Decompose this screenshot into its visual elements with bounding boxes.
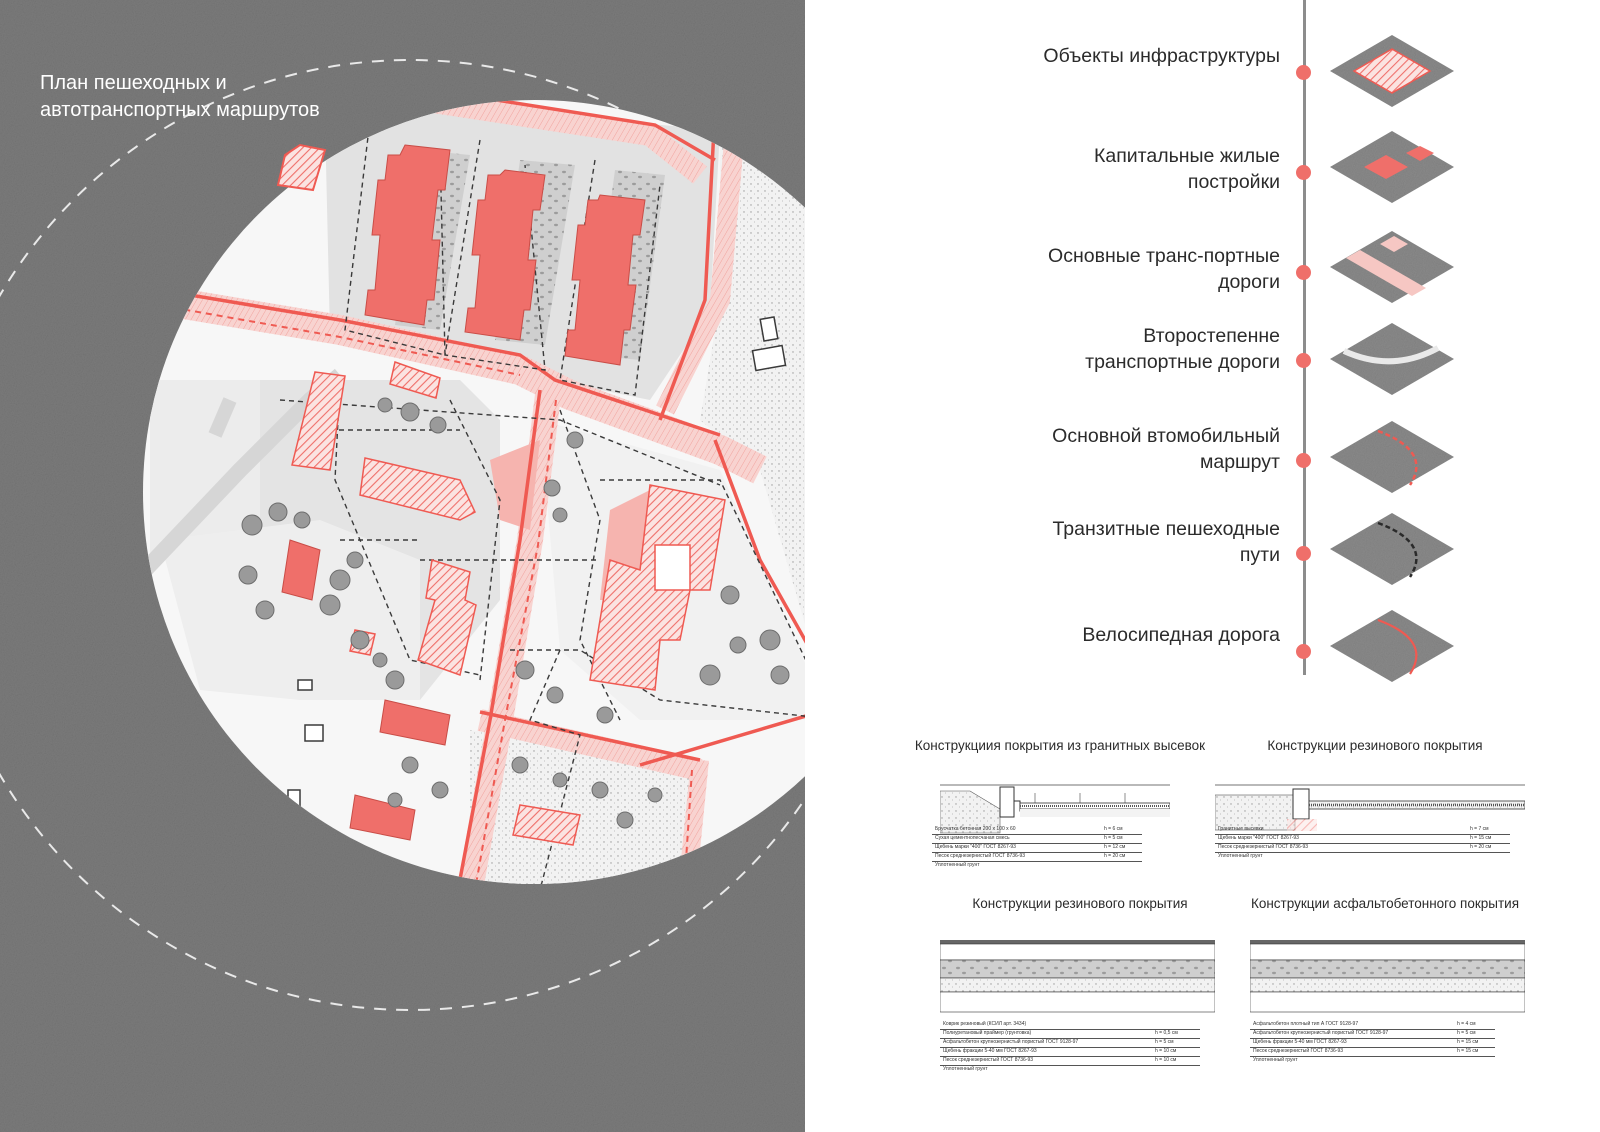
spec-row: Уплотненный грунт	[1218, 853, 1263, 859]
legend-label: Капитальные жилые постройки	[1094, 145, 1280, 193]
residential-buildings	[281, 144, 646, 841]
car-route-tile	[1330, 421, 1454, 493]
legend-dot	[1296, 265, 1311, 280]
spec-row: Уплотненный грунт	[935, 862, 980, 868]
section-asphalt: Конструкции асфальтобетонного покрытия А…	[1250, 895, 1550, 1085]
legend-item-bike-road: Велосипедная дорога	[1040, 610, 1600, 712]
legend-dot	[1296, 65, 1311, 80]
buildings-tile	[1330, 131, 1454, 203]
legend-item-residential: Капитальные жилые постройки	[1040, 131, 1600, 233]
legend-label: Велосипедная дорога	[1082, 624, 1280, 646]
legend-item-pedestrian: Транзитные пешеходные пути	[1040, 513, 1600, 606]
section-drawing	[940, 940, 1215, 1013]
legend-dot	[1296, 644, 1311, 659]
bike-road-tile	[1330, 610, 1454, 682]
infrastructure-outside-circle	[276, 143, 327, 192]
pedestrian-route-tile	[1330, 513, 1454, 585]
main-roads	[143, 100, 767, 884]
legend-item-car-route: Основной втомобильный маршрут	[1040, 421, 1600, 513]
spec-row: Уплотненный грунт	[1253, 1057, 1298, 1063]
spec-row: Коврик резиновый (КСИЛ арт. 3434)	[940, 1020, 1200, 1030]
secondary-road-tile	[1330, 323, 1454, 395]
spec-row: Уплотненный грунт	[943, 1066, 988, 1072]
spec-row: Полиуретановый праймер (грунтовка)h = 0,…	[940, 1029, 1200, 1039]
legend-label: Объекты инфраструктуры	[1043, 45, 1280, 67]
section-title: Конструкции резинового покрытия	[1267, 738, 1483, 753]
section-drawing	[1250, 940, 1525, 1013]
section-title: Конструкциия покрытия из гранитных высев…	[914, 738, 1206, 753]
legend-dot	[1296, 546, 1311, 561]
hatched-diamond-tile	[1330, 35, 1454, 107]
spec-row: Асфальтобетон крупнозернистый пористый Г…	[940, 1038, 1200, 1048]
legend-dot	[1296, 165, 1311, 180]
legend-label: Основной втомобильный маршрут	[1052, 425, 1280, 473]
plan-title: План пешеходных и автотранспортных маршр…	[40, 72, 320, 121]
section-rubber-1: Конструкции резинового покрытия Гранитны…	[1215, 737, 1525, 887]
section-drawing	[1215, 784, 1525, 831]
plan-circle	[143, 100, 805, 884]
courtyard-opening	[654, 544, 691, 591]
section-title: Конструкции резинового покрытия	[972, 896, 1188, 911]
site-plan-panel: План пешеходных и автотранспортных маршр…	[0, 0, 805, 1132]
legend-item-secondary-roads: Второстепенне транспортные дороги	[1040, 323, 1600, 413]
legend-axis	[1303, 0, 1306, 675]
legend-dot	[1296, 353, 1311, 368]
section-title: Конструкции асфальтобетонного покрытия	[1250, 896, 1520, 911]
legend-item-infrastructure: Объекты инфраструктуры	[1040, 35, 1600, 133]
spec-row: Асфальтобетон плотный тип А ГОСТ 9128-97…	[1250, 1020, 1495, 1030]
legend-label: Транзитные пешеходные пути	[1052, 518, 1280, 566]
section-drawing	[940, 784, 1170, 834]
legend-label: Основные транс-портные дороги	[1048, 245, 1280, 293]
main-roads-tile	[1330, 231, 1454, 303]
legend-dot	[1296, 453, 1311, 468]
spec-row: Асфальтобетон крупнозернистый пористый Г…	[1250, 1029, 1495, 1039]
trees	[238, 397, 790, 829]
legend-item-main-roads: Основные транс-портные дороги	[1040, 231, 1600, 333]
section-rubber-2: Конструкции резинового покрытия Коврик р…	[940, 895, 1220, 1085]
site-plan-map	[0, 0, 805, 1132]
section-granite: Конструкциия покрытия из гранитных высев…	[915, 737, 1205, 887]
legend-label: Второстепенне транспортные дороги	[1085, 325, 1280, 373]
